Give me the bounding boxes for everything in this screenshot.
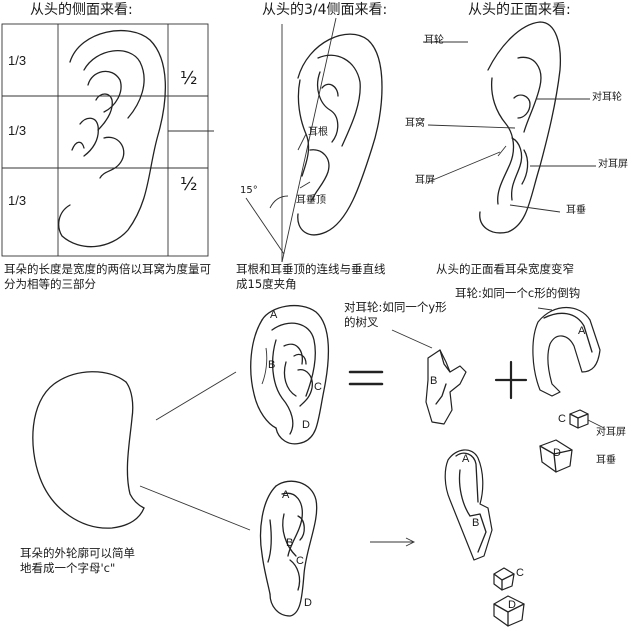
side-view-caption: 耳朵的长度是宽度的两倍以耳窝为度量可分为相等的三部分: [4, 262, 211, 291]
tragus-label: 耳屏: [415, 175, 435, 186]
three-quarter-caption: 耳根和耳垂顶的连线与垂直线成15度夹角: [236, 262, 386, 291]
letter-a-assembled: A: [462, 453, 470, 465]
small-block-d: [539, 439, 573, 473]
letter-d-simplified: D: [304, 597, 312, 609]
lobe-top-label: 耳垂顶: [296, 195, 326, 206]
antihelix-note: 对耳轮:如同一个y形的树叉: [344, 300, 447, 329]
ear-root-label: 耳根: [308, 127, 328, 138]
front-view-ear: [423, 21, 596, 234]
helix-label: 耳轮: [424, 35, 444, 46]
angle-label: 15°: [240, 185, 258, 196]
letter-c-block: C: [558, 413, 566, 425]
letter-a-detailed: A: [270, 309, 278, 321]
three-quarter-ear: [245, 17, 383, 263]
front-view-title: 从头的正面来看:: [468, 2, 571, 18]
letter-d-assembled: D: [508, 599, 516, 611]
row-label-bottom: 1/3: [8, 193, 27, 208]
lobe-label: 耳垂: [566, 205, 586, 216]
letter-a-simplified: A: [282, 489, 290, 501]
outline-caption: 耳朵的外轮廓可以简单地看成一个字母'c": [20, 546, 135, 575]
letter-b-assembled: B: [472, 517, 480, 529]
equals-sign: [348, 370, 384, 386]
c-outline-ear: [32, 371, 251, 531]
letter-b-simplified: B: [286, 537, 294, 549]
three-quarter-view-title: 从头的3/4侧面来看:: [262, 2, 388, 18]
concha-label: 耳窝: [405, 118, 425, 129]
half-label-upper: ½: [180, 68, 198, 89]
row-label-top: 1/3: [8, 53, 27, 68]
antitragus-label: 对耳屏: [598, 159, 628, 170]
small-block-c: [569, 409, 605, 429]
letter-d-block: D: [553, 447, 561, 459]
letter-c-assembled: C: [516, 567, 524, 579]
letter-c-simplified: C: [296, 555, 304, 567]
antihelix-label: 对耳轮: [592, 92, 622, 103]
simplified-ear-abcd: [259, 480, 318, 617]
plus-sign: [494, 360, 528, 400]
antihelix-y-block: [391, 329, 467, 425]
front-view-caption: 从头的正面看耳朵宽度变窄: [436, 262, 574, 276]
arrow-right: [370, 537, 416, 547]
detailed-ear-abcd: [250, 304, 330, 445]
helix-note: 耳轮:如同一个c形的倒钩: [455, 286, 581, 300]
row-label-middle: 1/3: [8, 123, 27, 138]
side-view-title: 从头的侧面来看:: [30, 2, 133, 18]
letter-a-block: A: [578, 325, 586, 337]
side-view-grid: [1, 23, 214, 257]
lobe-block-label: 耳垂: [596, 455, 616, 466]
antitragus-block-label: 对耳屏: [596, 427, 626, 438]
helix-hook-block: [532, 307, 601, 397]
half-label-lower: ½: [180, 174, 198, 195]
letter-c-detailed: C: [314, 381, 322, 393]
assembled-blocks: [444, 449, 525, 627]
letter-b-detailed: B: [268, 359, 276, 371]
letter-d-detailed: D: [302, 419, 310, 431]
letter-b-block: B: [430, 375, 438, 387]
side-view-ear: [58, 29, 167, 248]
